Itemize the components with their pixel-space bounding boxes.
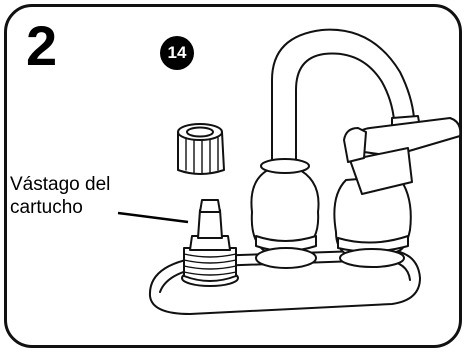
cartridge-stem-label-line2: cartucho <box>10 197 83 218</box>
cartridge-stem-label-line1: Vástago del <box>10 174 111 195</box>
cartridge-stem-label: Vástago del cartucho <box>10 173 110 219</box>
decorative-nut-ribs <box>185 137 219 175</box>
cartridge-threads <box>183 253 237 276</box>
right-valve-body <box>333 175 412 255</box>
right-handle-cap <box>349 147 413 195</box>
faucet-spout-collar <box>260 158 310 174</box>
right-valve-foot <box>339 248 405 268</box>
decorative-nut-opening <box>186 126 214 138</box>
faucet-spout-foot <box>255 247 317 269</box>
step-number: 2 <box>26 14 58 77</box>
right-handle-stem <box>343 127 367 163</box>
callout-leader-line <box>117 211 189 224</box>
cartridge-threaded-body <box>183 247 237 282</box>
cartridge-stem-top <box>199 199 221 213</box>
part-number-badge: 14 <box>160 36 194 70</box>
cartridge-stem <box>197 209 223 239</box>
